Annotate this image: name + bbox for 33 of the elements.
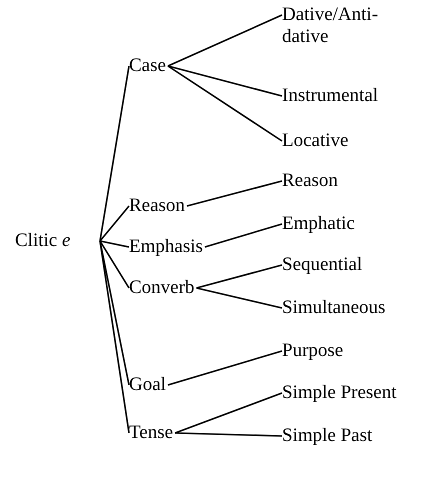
- tree-node-label: Simultaneous: [282, 297, 386, 319]
- tree-branch-line: [174, 392, 282, 434]
- tree-branch-line: [196, 287, 282, 309]
- tree-node-label: Simple Past: [282, 425, 372, 447]
- tree-node-label: Case: [129, 55, 166, 77]
- tree-branch-line: [175, 432, 282, 437]
- tree-branch-line: [168, 65, 282, 142]
- tree-node-label: Emphasis: [129, 236, 203, 258]
- tree-node-label: Purpose: [282, 340, 344, 362]
- tree-node-label: Reason: [282, 170, 338, 192]
- tree-branch-line: [99, 240, 130, 288]
- tree-node-label: Locative: [282, 130, 348, 152]
- tree-branch-line: [204, 223, 282, 248]
- tree-node-label: Sequential: [282, 254, 362, 276]
- tree-branch-line: [186, 180, 282, 207]
- tree-node-label: Simple Present: [282, 382, 397, 404]
- tree-branch-line: [99, 240, 130, 434]
- tree-node-label: Goal: [129, 374, 166, 396]
- tree-branch-line: [168, 65, 282, 97]
- tree-node-label: Clitic e: [15, 230, 97, 252]
- tree-branch-line: [99, 240, 130, 386]
- tree-branch-line: [168, 350, 282, 386]
- tree-branch-line: [99, 206, 130, 242]
- tree-branch-line: [196, 264, 282, 289]
- tree-node-label: Converb: [129, 277, 194, 299]
- tree-branch-line: [100, 240, 130, 248]
- tree-node-label: Tense: [129, 422, 174, 444]
- tree-node-label: Emphatic: [282, 213, 355, 235]
- tree-branch-line: [168, 14, 282, 67]
- tree-node-label: Reason: [129, 195, 185, 217]
- tree-branch-line: [99, 66, 130, 242]
- tree-node-label: Instrumental: [282, 85, 378, 107]
- tree-node-label: Dative/Anti- dative: [282, 4, 392, 48]
